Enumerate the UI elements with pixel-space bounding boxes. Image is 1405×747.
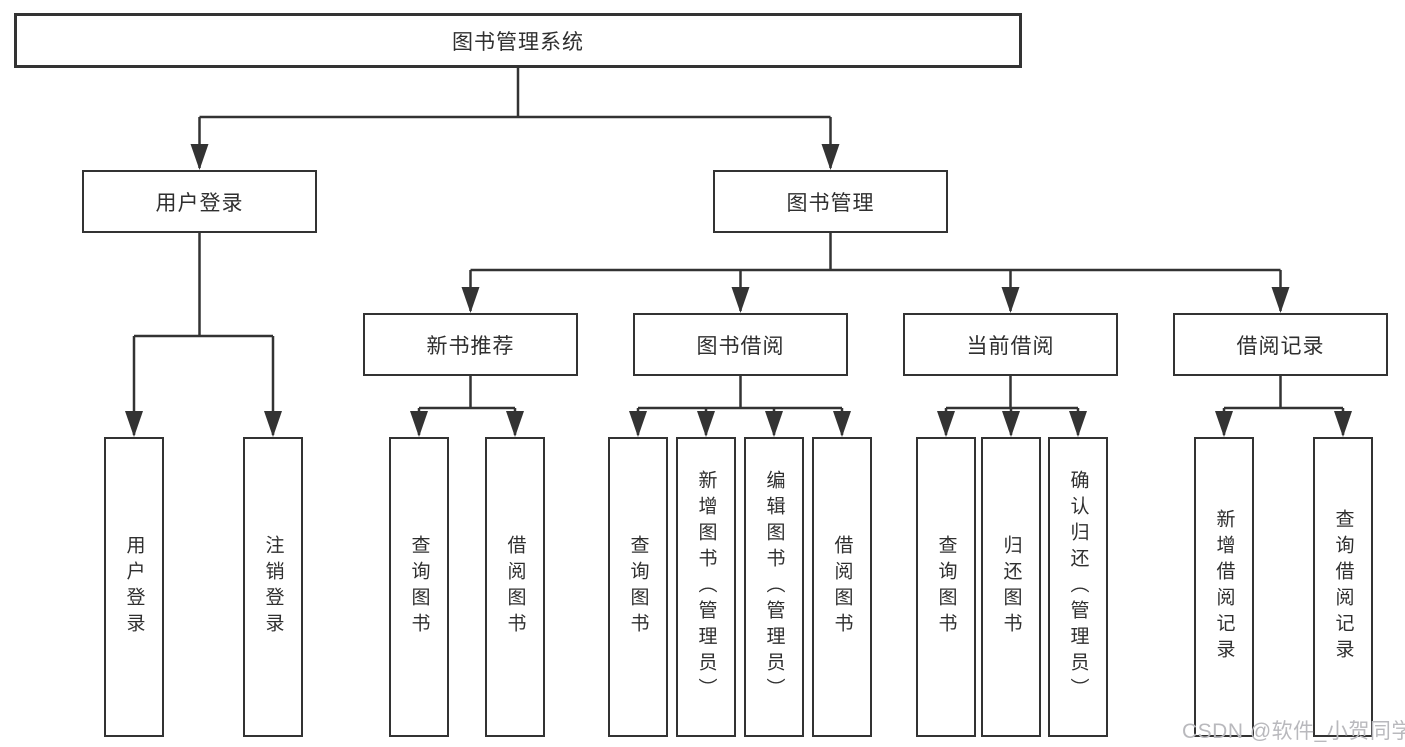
leaf-borrow-books-recommend: 借阅图书 xyxy=(485,437,545,737)
leaf-confirm-return-admin: 确认归还（管理员） xyxy=(1048,437,1108,737)
leaf-query-books-recommend: 查询图书 xyxy=(389,437,449,737)
node-current-borrow: 当前借阅 xyxy=(903,313,1118,376)
leaf-query-books-current: 查询图书 xyxy=(916,437,976,737)
leaf-query-books-borrow: 查询图书 xyxy=(608,437,668,737)
node-new-book-recommend: 新书推荐 xyxy=(363,313,578,376)
leaf-logout: 注销登录 xyxy=(243,437,303,737)
node-library-system: 图书管理系统 xyxy=(14,13,1022,68)
node-book-borrow: 图书借阅 xyxy=(633,313,848,376)
node-borrow-records: 借阅记录 xyxy=(1173,313,1388,376)
leaf-add-borrow-record: 新增借阅记录 xyxy=(1194,437,1254,737)
leaf-edit-books-admin: 编辑图书（管理员） xyxy=(744,437,804,737)
node-user-login: 用户登录 xyxy=(82,170,317,233)
leaf-query-borrow-record: 查询借阅记录 xyxy=(1313,437,1373,737)
leaf-add-books-admin: 新增图书（管理员） xyxy=(676,437,736,737)
leaf-user-login: 用户登录 xyxy=(104,437,164,737)
leaf-borrow-books: 借阅图书 xyxy=(812,437,872,737)
csdn-watermark: CSDN @软件_小贺同学 xyxy=(1182,720,1405,743)
leaf-return-books: 归还图书 xyxy=(981,437,1041,737)
node-book-management: 图书管理 xyxy=(713,170,948,233)
